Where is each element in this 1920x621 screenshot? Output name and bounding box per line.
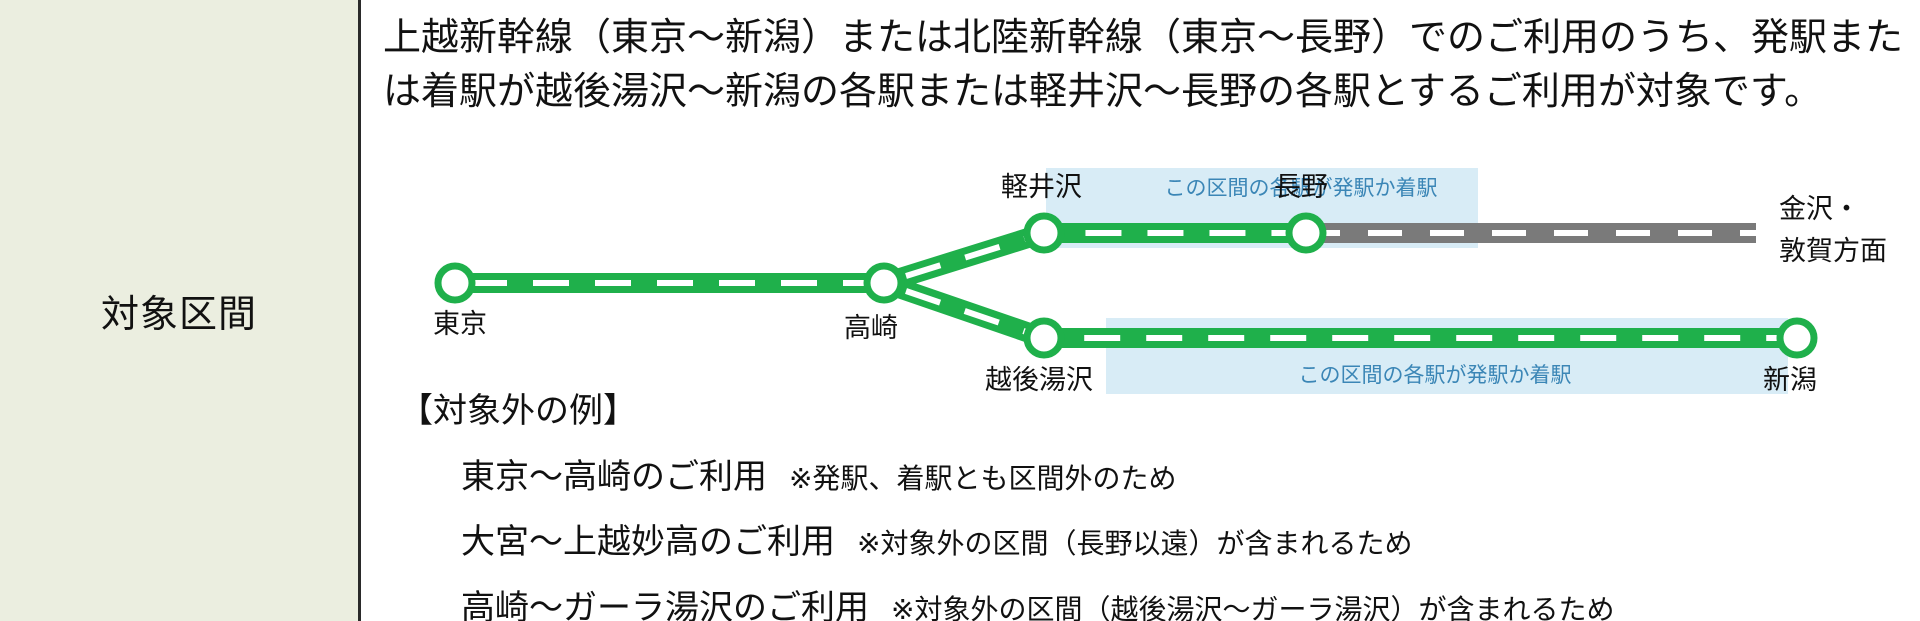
station-name-nagano: 長野 xyxy=(1274,172,1328,203)
description-text: 上越新幹線（東京〜新潟）または北陸新幹線（東京〜長野）でのご利用のうち、発駅また… xyxy=(383,15,1904,113)
beyond-label-line1: 金沢・ xyxy=(1779,194,1860,225)
example-route: 大宮〜上越妙高のご利用 xyxy=(461,522,835,562)
station-marker-echigo-yuzawa xyxy=(1023,317,1065,359)
station-marker-karuizawa xyxy=(1023,212,1065,254)
line-takasaki-nagano xyxy=(881,223,1306,293)
example-note: ※対象外の区間（越後湯沢〜ガーラ湯沢）が含まれるため xyxy=(891,593,1615,621)
beyond-label-line2: 敦賀方面 xyxy=(1779,236,1887,267)
station-name-niigata: 新潟 xyxy=(1763,365,1817,396)
example-item: 東京〜高崎のご利用 ※発駅、着駅とも区間外のため xyxy=(461,449,1176,498)
station-name-echigo-yuzawa: 越後湯沢 xyxy=(985,365,1093,396)
row-header-cell: 対象区間 xyxy=(0,0,361,621)
example-item: 高崎〜ガーラ湯沢のご利用 ※対象外の区間（越後湯沢〜ガーラ湯沢）が含まれるため xyxy=(461,580,1614,621)
example-route: 東京〜高崎のご利用 xyxy=(461,457,767,497)
station-name-tokyo: 東京 xyxy=(433,309,487,340)
station-name-karuizawa: 軽井沢 xyxy=(1001,172,1082,203)
station-name-takasaki: 高崎 xyxy=(844,313,898,344)
route-map: この区間の各駅が発駅か着駅 この区間の各駅が発駅か着駅 xyxy=(433,168,1887,396)
example-note: ※発駅、着駅とも区間外のため xyxy=(789,462,1177,495)
station-marker-tokyo xyxy=(434,262,476,304)
example-item: 大宮〜上越妙高のご利用 ※対象外の区間（長野以遠）が含まれるため xyxy=(461,514,1412,563)
line-takasaki-niigata xyxy=(880,273,1797,348)
station-marker-takasaki xyxy=(863,262,905,304)
row-content-cell: 上越新幹線（東京〜新潟）または北陸新幹線（東京〜長野）でのご利用のうち、発駅また… xyxy=(361,0,1920,621)
row-header-label: 対象区間 xyxy=(100,292,257,336)
example-route: 高崎〜ガーラ湯沢のご利用 xyxy=(461,588,869,621)
upper-zone-label: この区間の各駅が発駅か着駅 xyxy=(1165,176,1438,200)
station-marker-niigata xyxy=(1776,317,1818,359)
lower-zone-label: この区間の各駅が発駅か着駅 xyxy=(1299,363,1572,387)
station-marker-nagano xyxy=(1285,212,1327,254)
examples-title: 【対象外の例】 xyxy=(399,391,637,431)
example-note: ※対象外の区間（長野以遠）が含まれるため xyxy=(857,527,1413,560)
station-markers xyxy=(434,212,1818,359)
